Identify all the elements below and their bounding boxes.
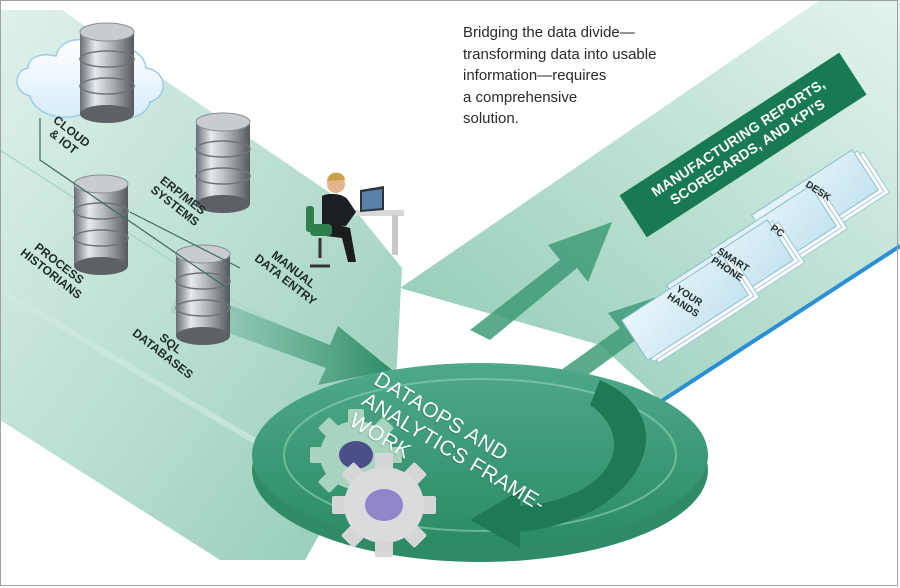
person-at-desk-icon — [306, 172, 404, 268]
caption-line: Bridging the data divide— — [463, 24, 635, 41]
database-icon-cloud — [79, 22, 135, 123]
database-icon-sql — [175, 244, 231, 345]
intro-caption: Bridging the data divide— transforming d… — [463, 22, 743, 130]
caption-line: a comprehensive — [463, 88, 578, 106]
caption-line: solution. — [463, 110, 519, 127]
database-icon-erp — [195, 112, 251, 213]
device-card-your-hands — [620, 254, 761, 364]
output-arrow-upper — [470, 222, 612, 340]
gear-icon — [332, 453, 436, 557]
database-icon-historians — [73, 174, 129, 275]
caption-line: transforming data into usable — [463, 45, 657, 63]
blue-edge-line — [658, 244, 900, 404]
caption-line: information—requires — [463, 67, 607, 84]
